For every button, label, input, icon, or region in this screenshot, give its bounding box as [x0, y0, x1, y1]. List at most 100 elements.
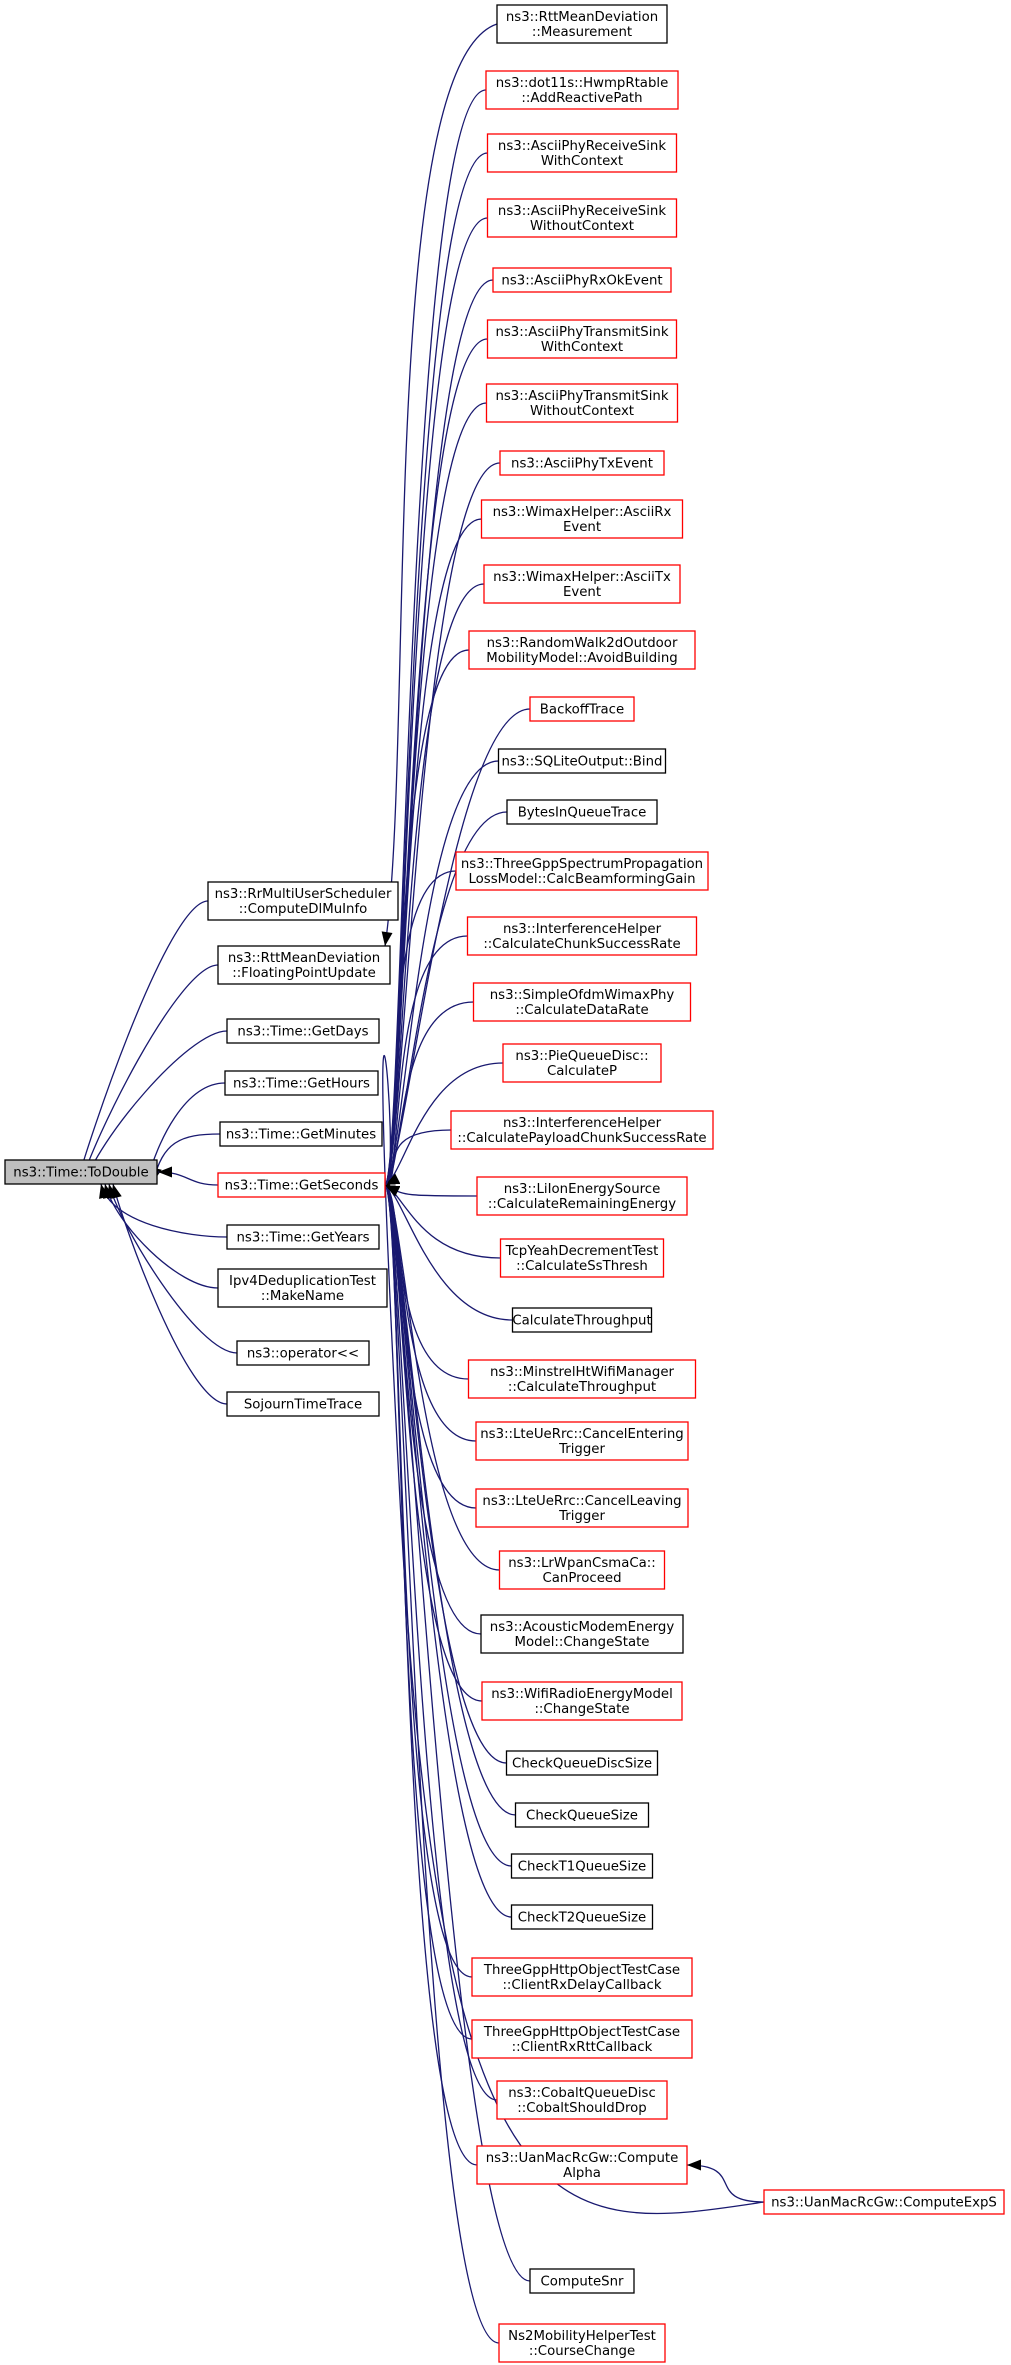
- node-box[interactable]: [505, 1750, 659, 1776]
- node-box[interactable]: [455, 851, 709, 891]
- node-box[interactable]: [511, 1307, 653, 1333]
- node-box[interactable]: [472, 982, 692, 1022]
- node-box[interactable]: [468, 630, 696, 670]
- node-r26[interactable]: ns3::AcousticModemEnergyModel::ChangeSta…: [480, 1614, 684, 1654]
- node-box[interactable]: [486, 198, 678, 238]
- node-m4[interactable]: ns3::Time::GetHours: [224, 1070, 379, 1096]
- node-r30[interactable]: CheckT1QueueSize: [510, 1853, 654, 1879]
- node-box[interactable]: [217, 945, 391, 985]
- node-box[interactable]: [529, 696, 635, 722]
- node-r27[interactable]: ns3::WifiRadioEnergyModel::ChangeState: [481, 1681, 683, 1721]
- node-m1[interactable]: ns3::RrMultiUserScheduler::ComputeDlMuIn…: [207, 881, 399, 921]
- node-box[interactable]: [224, 1070, 379, 1096]
- node-box[interactable]: [486, 319, 678, 359]
- node-r16[interactable]: ns3::SimpleOfdmWimaxPhy::CalculateDataRa…: [472, 982, 692, 1022]
- node-box[interactable]: [480, 499, 684, 539]
- node-r14[interactable]: ns3::ThreeGppSpectrumPropagationLossMode…: [455, 851, 709, 891]
- node-root[interactable]: ns3::Time::ToDouble: [4, 1159, 158, 1185]
- node-box[interactable]: [480, 1614, 684, 1654]
- node-box[interactable]: [226, 1018, 380, 1044]
- node-m3[interactable]: ns3::Time::GetDays: [226, 1018, 380, 1044]
- node-box[interactable]: [492, 267, 672, 293]
- node-box[interactable]: [496, 2080, 668, 2120]
- node-m7[interactable]: ns3::Time::GetYears: [226, 1224, 380, 1250]
- node-box[interactable]: [498, 1550, 666, 1590]
- node-box[interactable]: [514, 1802, 650, 1828]
- node-gs[interactable]: ns3::Time::GetSeconds: [217, 1172, 386, 1198]
- node-box[interactable]: [475, 1488, 689, 1528]
- node-r36[interactable]: ComputeSnr: [529, 2268, 635, 2294]
- node-box[interactable]: [486, 133, 678, 173]
- node-r20[interactable]: TcpYeahDecrementTest::CalculateSsThresh: [499, 1238, 665, 1278]
- node-box[interactable]: [496, 4, 668, 44]
- node-box[interactable]: [763, 2189, 1005, 2215]
- node-m9[interactable]: ns3::operator<<: [236, 1340, 370, 1366]
- node-box[interactable]: [497, 748, 667, 774]
- node-m10[interactable]: SojournTimeTrace: [226, 1391, 380, 1417]
- node-box[interactable]: [481, 1681, 683, 1721]
- node-r11[interactable]: BackoffTrace: [529, 696, 635, 722]
- node-box[interactable]: [529, 2268, 635, 2294]
- node-box[interactable]: [226, 1391, 380, 1417]
- node-box[interactable]: [219, 1121, 383, 1147]
- node-far[interactable]: ns3::UanMacRcGw::ComputeExpS: [763, 2189, 1005, 2215]
- node-box[interactable]: [471, 2019, 693, 2059]
- node-r12[interactable]: ns3::SQLiteOutput::Bind: [497, 748, 667, 774]
- node-r22[interactable]: ns3::MinstrelHtWifiManager::CalculateThr…: [467, 1359, 697, 1399]
- node-r7[interactable]: ns3::AsciiPhyTxEvent: [499, 450, 665, 476]
- node-r21[interactable]: CalculateThroughput: [511, 1307, 653, 1333]
- node-box[interactable]: [217, 1172, 386, 1198]
- node-r4[interactable]: ns3::AsciiPhyRxOkEvent: [492, 267, 672, 293]
- node-r33[interactable]: ThreeGppHttpObjectTestCase::ClientRxRttC…: [471, 2019, 693, 2059]
- node-box[interactable]: [498, 2323, 666, 2363]
- node-box[interactable]: [476, 1176, 688, 1216]
- node-m8[interactable]: Ipv4DeduplicationTest::MakeName: [217, 1268, 388, 1308]
- node-r0[interactable]: ns3::RttMeanDeviation::Measurement: [496, 4, 668, 44]
- node-r13[interactable]: BytesInQueueTrace: [506, 799, 658, 825]
- node-m5[interactable]: ns3::Time::GetMinutes: [219, 1121, 383, 1147]
- node-r1[interactable]: ns3::dot11s::HwmpRtable::AddReactivePath: [485, 70, 679, 110]
- node-box[interactable]: [466, 916, 698, 956]
- node-box[interactable]: [499, 1238, 665, 1278]
- node-r25[interactable]: ns3::LrWpanCsmaCa::CanProceed: [498, 1550, 666, 1590]
- node-r32[interactable]: ThreeGppHttpObjectTestCase::ClientRxDela…: [471, 1957, 693, 1997]
- node-box[interactable]: [467, 1359, 697, 1399]
- node-box[interactable]: [450, 1110, 714, 1150]
- node-box[interactable]: [499, 450, 665, 476]
- node-r18[interactable]: ns3::InterferenceHelper::CalculatePayloa…: [450, 1110, 714, 1150]
- node-r17[interactable]: ns3::PieQueueDisc::CalculateP: [502, 1043, 662, 1083]
- node-box[interactable]: [502, 1043, 662, 1083]
- node-r34[interactable]: ns3::CobaltQueueDisc::CobaltShouldDrop: [496, 2080, 668, 2120]
- node-box[interactable]: [475, 1421, 689, 1461]
- node-box[interactable]: [4, 1159, 158, 1185]
- node-box[interactable]: [226, 1224, 380, 1250]
- node-box[interactable]: [510, 1853, 654, 1879]
- node-r31[interactable]: CheckT2QueueSize: [510, 1904, 654, 1930]
- node-box[interactable]: [483, 564, 681, 604]
- node-box[interactable]: [236, 1340, 370, 1366]
- node-r29[interactable]: CheckQueueSize: [514, 1802, 650, 1828]
- node-box[interactable]: [506, 799, 658, 825]
- node-box[interactable]: [510, 1904, 654, 1930]
- node-box[interactable]: [485, 383, 679, 423]
- node-box[interactable]: [471, 1957, 693, 1997]
- node-box[interactable]: [485, 70, 679, 110]
- node-box[interactable]: [476, 2145, 688, 2185]
- node-r28[interactable]: CheckQueueDiscSize: [505, 1750, 659, 1776]
- node-r37[interactable]: Ns2MobilityHelperTest::CourseChange: [498, 2323, 666, 2363]
- node-r15[interactable]: ns3::InterferenceHelper::CalculateChunkS…: [466, 916, 698, 956]
- node-box[interactable]: [217, 1268, 388, 1308]
- node-r19[interactable]: ns3::LiIonEnergySource::CalculateRemaini…: [476, 1176, 688, 1216]
- node-box[interactable]: [207, 881, 399, 921]
- node-r10[interactable]: ns3::RandomWalk2dOutdoorMobilityModel::A…: [468, 630, 696, 670]
- node-m2[interactable]: ns3::RttMeanDeviation::FloatingPointUpda…: [217, 945, 391, 985]
